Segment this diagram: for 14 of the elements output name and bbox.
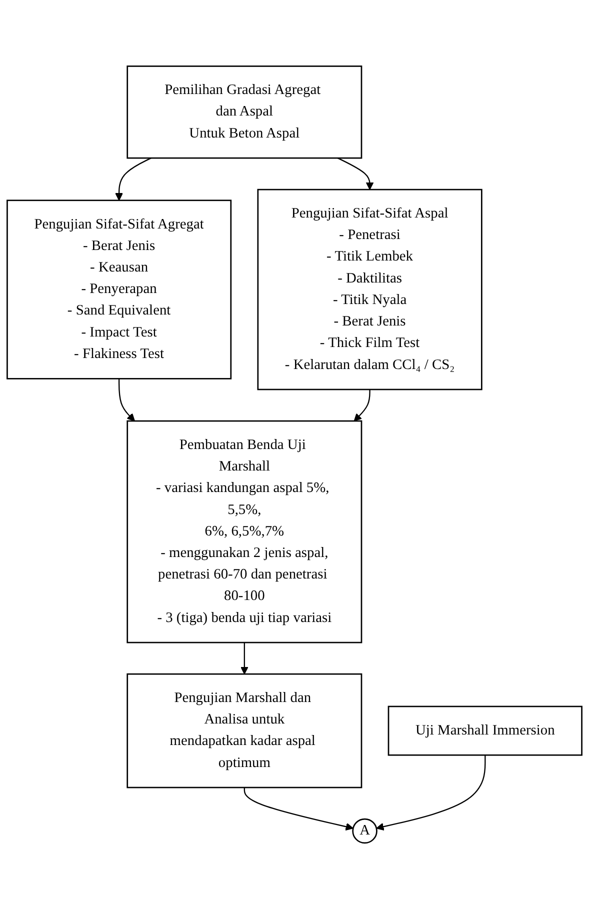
arrow	[354, 389, 370, 422]
node-box: Pengujian Sifat-Sifat Agregat - Berat Jenis - Keausan - Penyerapan - Sand Equivalent - Impact Test - Flakiness Test	[6, 200, 232, 380]
arrow	[118, 378, 136, 422]
arrow	[115, 157, 152, 201]
arrow	[240, 642, 248, 674]
node-box: Pengujian Marshall dan Analisa untuk mendapatkan kadar aspal optimum	[126, 673, 362, 788]
arrow	[244, 787, 354, 830]
node-box: Uji Marshall Immersion	[388, 706, 582, 756]
node-box: Pembuatan Benda Uji Marshall - variasi kandungan aspal 5%, 5,5%, 6%, 6,5%,7% - menggunakan 2 jenis aspal, penetrasi 60-70 dan penetrasi 80-100 - 3 (tiga) benda uji tiap variasi	[126, 420, 362, 644]
node-circle: A	[352, 818, 378, 844]
node-box: Pemilihan Gradasi Agregat dan Aspal Untuk Beton Aspal	[126, 65, 362, 159]
node-box: Pengujian Sifat-Sifat Aspal - Penetrasi - Titik Lembek - Daktilitas - Titik Nyala - Berat Jenis - Thick Film Test - Kelarutan dalam CCl₄ / CS₂	[257, 188, 482, 390]
arrow	[376, 755, 486, 830]
arrow	[338, 157, 374, 190]
